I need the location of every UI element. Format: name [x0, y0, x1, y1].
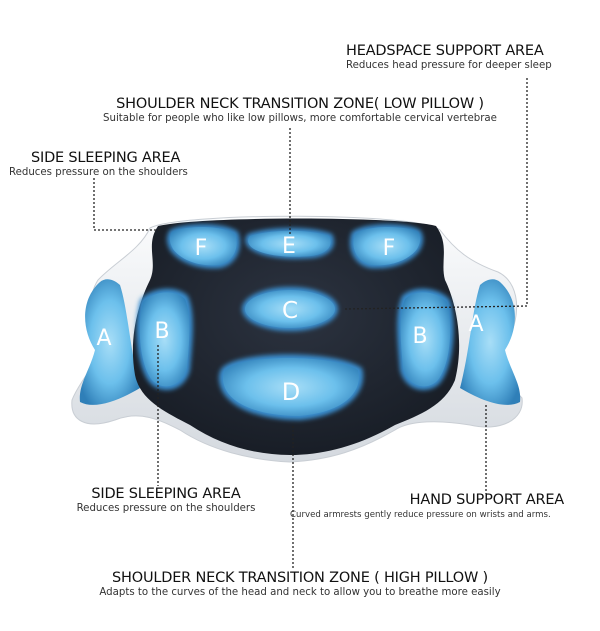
callout-side-bottom: SIDE SLEEPING AREA Reduces pressure on t…	[66, 486, 266, 515]
zone-label-a-right: A	[468, 312, 483, 337]
callout-hand-title: HAND SUPPORT AREA	[409, 492, 565, 508]
zone-f-left: F	[167, 224, 240, 269]
callout-hand-desc: Curved armrests gently reduce pressure o…	[290, 510, 551, 520]
callout-side-top: SIDE SLEEPING AREA Reduces pressure on t…	[9, 150, 188, 179]
callout-neck-low: SHOULDER NECK TRANSITION ZONE( LOW PILLO…	[60, 96, 540, 125]
leader-side-top	[93, 178, 160, 231]
pillow-cover	[132, 218, 460, 455]
callout-neck-low-title: SHOULDER NECK TRANSITION ZONE( LOW PILLO…	[116, 96, 484, 112]
zone-a-right-gel	[460, 279, 521, 405]
zone-label-f-left: F	[195, 236, 208, 261]
zone-f-right: F	[350, 224, 423, 269]
callout-side-top-title: SIDE SLEEPING AREA	[31, 150, 181, 166]
zone-b-right: B	[397, 288, 454, 390]
zone-d: D	[218, 354, 364, 420]
zone-label-f-right: F	[383, 236, 396, 261]
zone-c: C	[242, 287, 338, 331]
zone-label-b-left: B	[154, 319, 169, 344]
callout-headspace-desc: Reduces head pressure for deeper sleep	[346, 60, 552, 71]
callout-side-bottom-title: SIDE SLEEPING AREA	[91, 486, 241, 502]
zone-label-e: E	[282, 234, 296, 259]
callout-neck-high-desc: Adapts to the curves of the head and nec…	[99, 587, 501, 598]
callout-neck-high-title: SHOULDER NECK TRANSITION ZONE ( HIGH PIL…	[112, 570, 488, 586]
zone-label-d: D	[282, 378, 300, 406]
zone-label-a-left: A	[96, 326, 111, 351]
zone-b-left: B	[136, 288, 193, 390]
zone-e: E	[245, 228, 334, 259]
callout-side-bottom-desc: Reduces pressure on the shoulders	[76, 503, 256, 514]
zone-a-left-gel	[79, 279, 140, 405]
leader-lines	[93, 78, 528, 568]
callout-side-top-desc: Reduces pressure on the shoulders	[9, 167, 188, 178]
callout-headspace-title: HEADSPACE SUPPORT AREA	[346, 43, 544, 59]
callout-neck-high: SHOULDER NECK TRANSITION ZONE ( HIGH PIL…	[40, 570, 560, 599]
leader-headspace	[344, 78, 528, 310]
callout-neck-low-desc: Suitable for people who like low pillows…	[103, 113, 497, 124]
zone-label-b-right: B	[412, 324, 427, 349]
callout-hand: HAND SUPPORT AREA Curved armrests gently…	[290, 492, 580, 521]
zone-label-c: C	[282, 298, 298, 324]
callout-headspace: HEADSPACE SUPPORT AREA Reduces head pres…	[346, 43, 552, 72]
